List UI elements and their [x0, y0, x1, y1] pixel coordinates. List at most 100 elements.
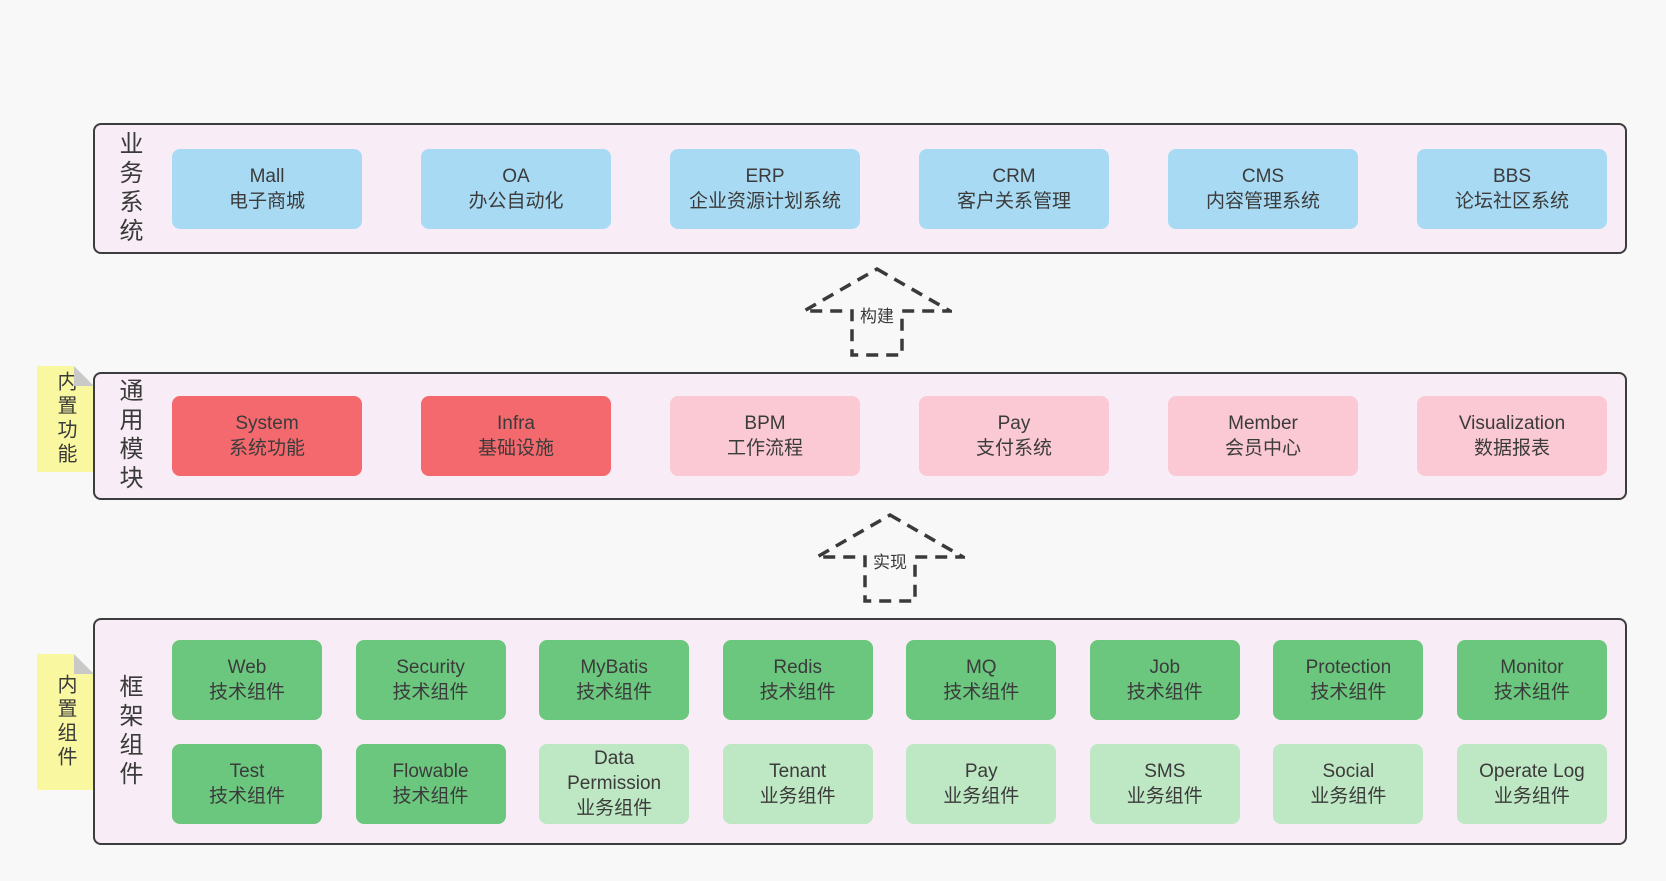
- layer-business-systems: 业务系统 Mall 电子商城 OA 办公自动化 ERP 企业资源计划系统 CRM 客户关系管理…: [93, 123, 1627, 254]
- up-arrow-icon: [802, 266, 952, 357]
- box-subtitle: 论坛社区系统: [1454, 190, 1569, 212]
- box-title: Operate Log: [1479, 760, 1585, 782]
- arrow-build-label: 构建: [857, 302, 897, 327]
- box-title: BBS: [1492, 165, 1532, 187]
- box-title: Test: [229, 760, 265, 782]
- box-subtitle: 技术组件: [1310, 681, 1387, 703]
- box-title: Job: [1149, 656, 1181, 678]
- up-arrow-icon: [815, 512, 965, 603]
- box-subtitle: 会员中心: [1224, 438, 1301, 459]
- box-crm: CRM 客户关系管理: [919, 148, 1109, 229]
- layer-label-business-systems: 业务系统: [115, 130, 142, 247]
- box-bbs: BBS 论坛社区系统: [1417, 148, 1607, 229]
- box-subtitle: 支付系统: [975, 438, 1052, 459]
- box-title: ERP: [745, 165, 785, 187]
- box-subtitle: 电子商城: [228, 190, 305, 212]
- box-title: BPM: [744, 413, 786, 434]
- box-member: Member 会员中心: [1168, 396, 1358, 476]
- box-system: System 系统功能: [172, 396, 362, 476]
- box-monitor: Monitor 技术组件: [1456, 639, 1607, 720]
- box-subtitle: 技术组件: [943, 681, 1020, 703]
- box-infra: Infra 基础设施: [421, 396, 611, 476]
- box-pay: Pay 支付系统: [919, 396, 1109, 476]
- arrow-implement: 实现: [815, 512, 965, 604]
- box-row: System 系统功能 Infra 基础设施 BPM 工作流程 Pay 支付系统 Member 会…: [172, 396, 1607, 476]
- box-title: Monitor: [1500, 656, 1564, 678]
- box-title: Pay: [964, 760, 998, 782]
- box-subtitle: 业务组件: [576, 798, 653, 819]
- box-title: System: [235, 413, 299, 434]
- note-fold-icon: [74, 654, 94, 674]
- sticky-note-builtin-features-label: 内置功能: [54, 371, 76, 467]
- box-title: Mall: [249, 165, 285, 187]
- box-title: Infra: [496, 413, 536, 434]
- box-title: CMS: [1241, 165, 1285, 187]
- sticky-note-builtin-components: 内置组件: [37, 654, 94, 790]
- box-mall: Mall 电子商城: [172, 148, 362, 229]
- box-mybatis: MyBatis 技术组件: [539, 639, 690, 720]
- sticky-note-builtin-features: 内置功能: [37, 366, 94, 472]
- box-title: Pay: [997, 413, 1031, 434]
- box-subtitle: 技术组件: [576, 681, 653, 703]
- layer-common-modules: 通用模块 System 系统功能 Infra 基础设施 BPM 工作流程 Pay 支付系统 Me…: [93, 372, 1627, 500]
- layer-label-framework-components: 框架组件: [115, 673, 142, 790]
- box-subtitle: 业务组件: [1310, 785, 1387, 807]
- box-subtitle: 办公自动化: [468, 190, 564, 212]
- box-subtitle: 技术组件: [1493, 681, 1570, 703]
- box-title: MyBatis: [580, 656, 648, 678]
- box-title: Member: [1228, 413, 1298, 434]
- box-flowable: Flowable 技术组件: [355, 743, 506, 824]
- box-subtitle: 客户关系管理: [956, 190, 1071, 212]
- box-title: Tenant: [769, 760, 827, 782]
- box-pay: Pay 业务组件: [906, 743, 1057, 824]
- box-sms: SMS 业务组件: [1089, 743, 1240, 824]
- arrow-build: 构建: [802, 266, 952, 358]
- box-subtitle: 基础设施: [477, 438, 554, 459]
- box-operate-log: Operate Log 业务组件: [1456, 743, 1607, 824]
- box-subtitle: 数据报表: [1473, 438, 1550, 459]
- box-subtitle: 企业资源计划系统: [688, 190, 841, 212]
- box-title: Security: [396, 656, 465, 678]
- box-social: Social 业务组件: [1273, 743, 1424, 824]
- box-subtitle: 技术组件: [392, 681, 469, 703]
- layer-modules-rows: System 系统功能 Infra 基础设施 BPM 工作流程 Pay 支付系统 Member 会…: [146, 374, 1625, 498]
- box-protection: Protection 技术组件: [1273, 639, 1424, 720]
- box-subtitle: 业务组件: [759, 785, 836, 807]
- box-bpm: BPM 工作流程: [670, 396, 860, 476]
- box-subtitle: 系统功能: [228, 438, 305, 459]
- box-subtitle: 工作流程: [726, 438, 803, 459]
- box-title: Protection: [1305, 656, 1392, 678]
- box-tenant: Tenant 业务组件: [722, 743, 873, 824]
- arrow-implement-label: 实现: [870, 548, 910, 573]
- box-subtitle: 业务组件: [1493, 785, 1570, 807]
- box-redis: Redis 技术组件: [722, 639, 873, 720]
- box-title: Flowable: [392, 760, 469, 782]
- note-fold-icon: [74, 366, 94, 386]
- box-title: Visualization: [1458, 413, 1566, 434]
- box-title: Redis: [773, 656, 822, 678]
- box-title: Social: [1322, 760, 1375, 782]
- box-subtitle: 技术组件: [392, 785, 469, 807]
- box-subtitle: 业务组件: [943, 785, 1020, 807]
- box-title: CRM: [992, 165, 1036, 187]
- box-subtitle: 技术组件: [1126, 681, 1203, 703]
- box-subtitle: 业务组件: [1126, 785, 1203, 807]
- box-subtitle: 技术组件: [208, 681, 285, 703]
- layer-label-common-modules: 通用模块: [115, 378, 142, 494]
- box-title: SMS: [1144, 760, 1186, 782]
- box-subtitle: 技术组件: [759, 681, 836, 703]
- box-title: OA: [502, 165, 530, 187]
- box-job: Job 技术组件: [1089, 639, 1240, 720]
- box-security: Security 技术组件: [355, 639, 506, 720]
